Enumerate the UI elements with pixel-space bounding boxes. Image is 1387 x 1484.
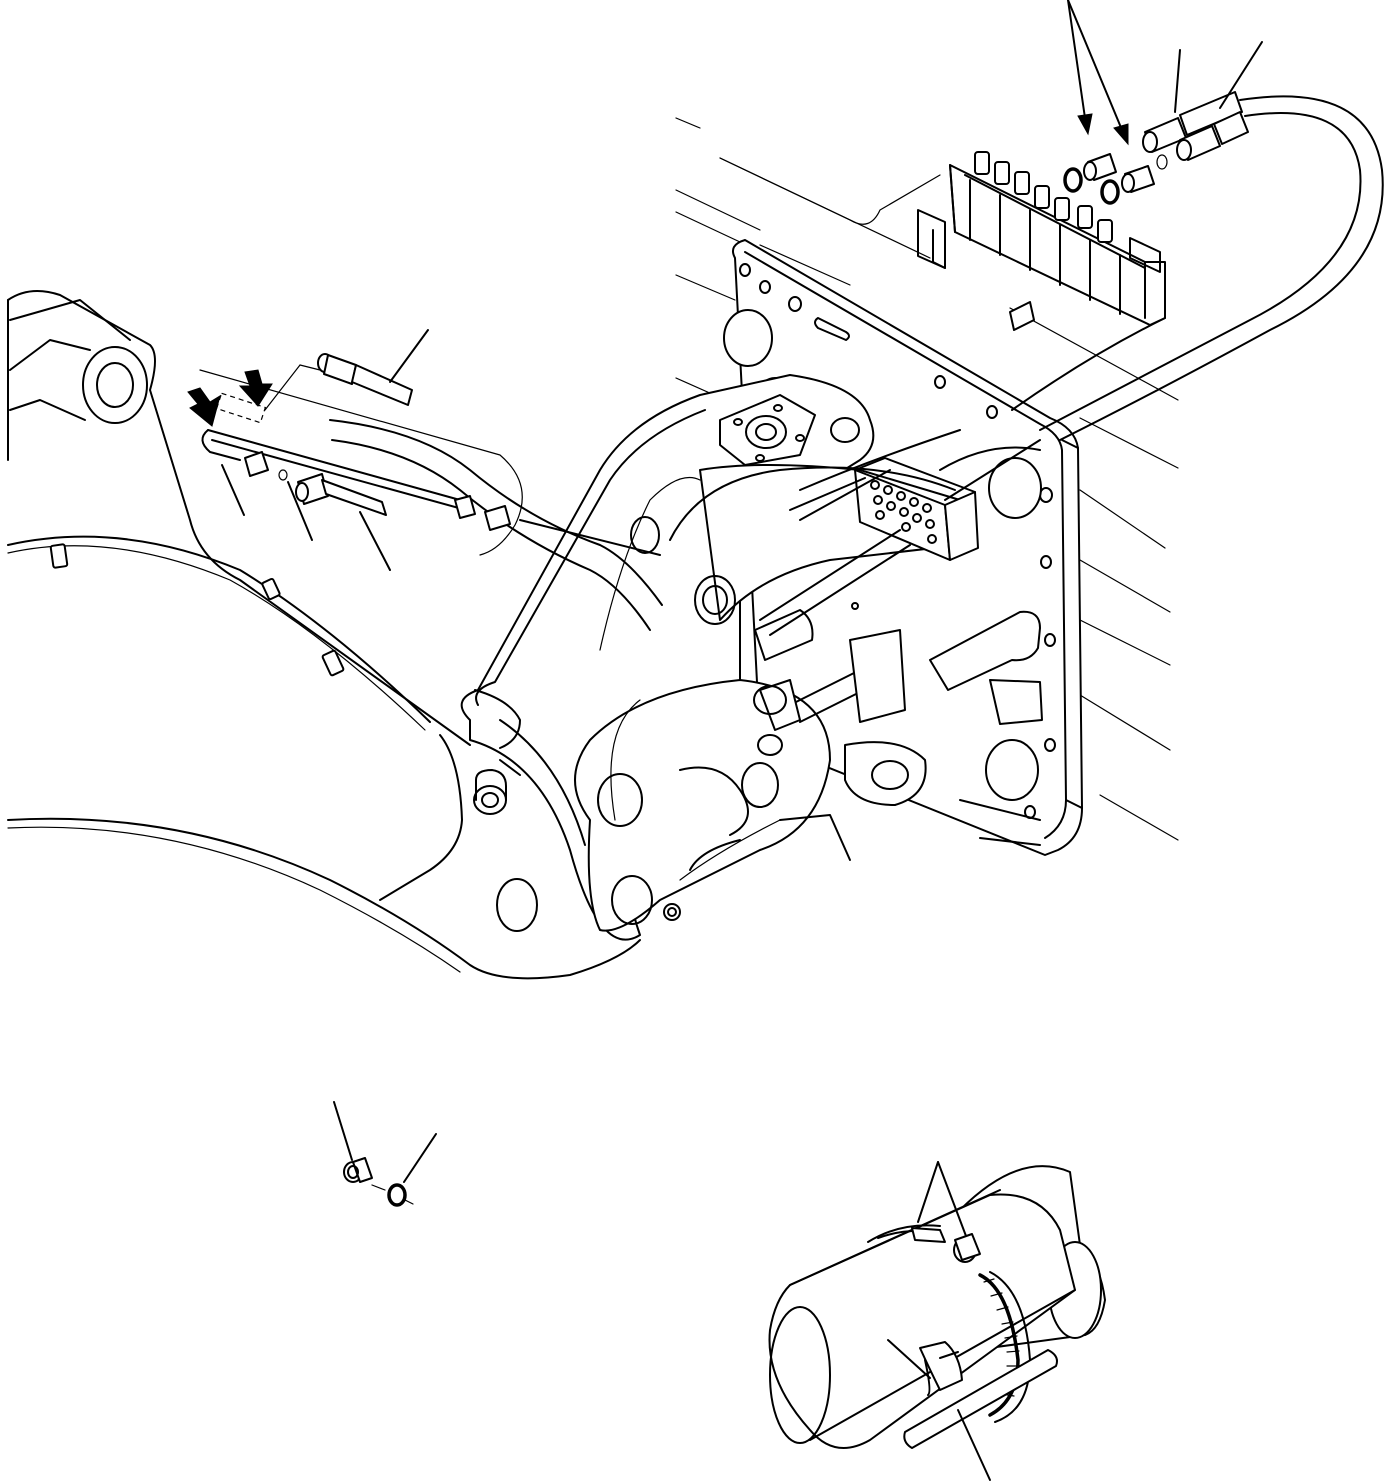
hose-loop [1011,95,1384,441]
detail-inset [187,329,663,631]
boom-arm [7,290,641,980]
valve-fittings [1063,0,1263,205]
distribution-block [759,429,1041,636]
loose-parts [333,1101,437,1207]
boom-pin-boss [379,689,538,932]
clamp-detail [768,1161,1106,1481]
arrow-down-icon [238,369,273,407]
arrow-down-right-icon [187,387,221,427]
control-valve-assembly [719,151,1166,331]
